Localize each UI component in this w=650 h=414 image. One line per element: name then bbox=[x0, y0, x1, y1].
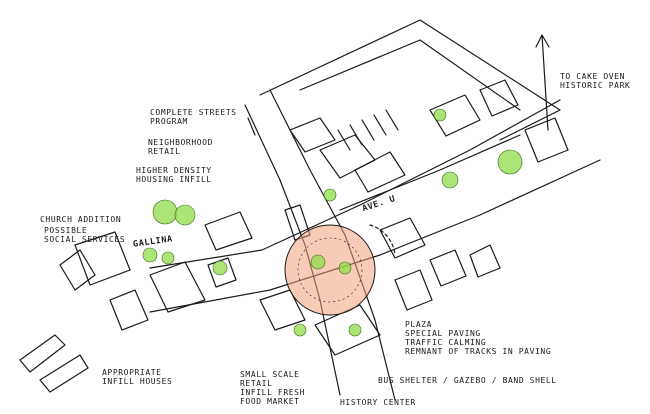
north-block bbox=[260, 20, 560, 140]
label-bus-shelter: BUS SHELTER / GAZEBO / BAND SHELL bbox=[378, 376, 557, 385]
tree bbox=[311, 255, 325, 269]
label-possible-social: POSSIBLE SOCIAL SERVICES bbox=[44, 226, 125, 244]
label-complete-streets: COMPLETE STREETS PROGRAM bbox=[150, 108, 237, 126]
building bbox=[150, 262, 205, 312]
label-plaza: PLAZA SPECIAL PAVING TRAFFIC CALMING REM… bbox=[405, 320, 551, 356]
tree bbox=[143, 248, 157, 262]
label-neighborhood-retail: NEIGHBORHOOD RETAIL bbox=[148, 138, 213, 156]
ave-u-street bbox=[340, 135, 520, 210]
label-small-scale: SMALL SCALE RETAIL INFILL FRESH FOOD MAR… bbox=[240, 370, 305, 406]
tree bbox=[498, 150, 522, 174]
building bbox=[320, 135, 375, 178]
tree bbox=[175, 205, 195, 225]
main-street-edge-south bbox=[150, 160, 600, 312]
parking-hatch bbox=[338, 110, 398, 150]
tree bbox=[434, 109, 446, 121]
tree bbox=[294, 324, 306, 336]
tree bbox=[442, 172, 458, 188]
label-higher-density: HIGHER DENSITY HOUSING INFILL bbox=[136, 166, 212, 184]
tree bbox=[324, 189, 336, 201]
label-to-cake-oven: TO CAKE OVEN HISTORIC PARK bbox=[560, 72, 630, 90]
infill-house bbox=[20, 335, 88, 392]
plaza-circle bbox=[285, 225, 375, 315]
building bbox=[110, 290, 148, 330]
label-history-center: HISTORY CENTER bbox=[340, 398, 416, 407]
tree bbox=[162, 252, 174, 264]
tree bbox=[339, 262, 351, 274]
tree bbox=[153, 200, 177, 224]
label-appropriate-infill: APPROPRIATE INFILL HOUSES bbox=[102, 368, 172, 386]
arrow-to-park bbox=[536, 35, 549, 130]
building bbox=[470, 245, 500, 277]
label-church-addition: CHURCH ADDITION bbox=[40, 215, 121, 224]
tree bbox=[349, 324, 361, 336]
building bbox=[395, 270, 432, 310]
building bbox=[430, 250, 466, 286]
building bbox=[205, 212, 252, 250]
tree bbox=[213, 261, 227, 275]
